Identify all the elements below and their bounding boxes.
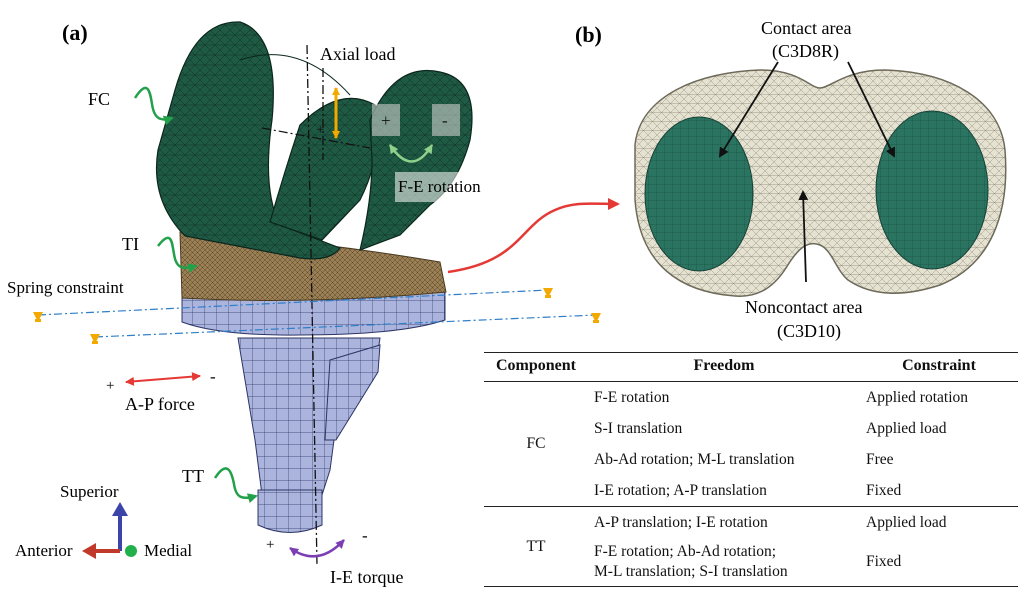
fc-pointer-arrow xyxy=(133,86,174,126)
medial-axis-dot xyxy=(125,545,137,557)
panel-b: (b) Contact area (C3D8R) Noncontact area… xyxy=(575,18,1007,342)
noncontact-arrow xyxy=(798,190,809,283)
ap-force-plus: + xyxy=(106,378,114,394)
table-row: FC F-E rotation Applied rotation xyxy=(484,382,1018,453)
tt-label: TT xyxy=(182,466,204,486)
noncontact-element-label: (C3D10) xyxy=(777,321,841,342)
ie-torque-label: I-E torque xyxy=(330,567,403,587)
freedom-cell: Ab-Ad rotation; M-L translation xyxy=(594,450,795,468)
spring-constraint-label: Spring constraint xyxy=(7,278,124,297)
constraint-cell: Free xyxy=(866,450,894,468)
axial-load-label: Axial load xyxy=(320,44,395,64)
contact-element-label: (C3D8R) xyxy=(772,41,839,62)
component-cell: FC xyxy=(526,435,546,452)
header-constraint: Constraint xyxy=(902,357,976,374)
ie-torque-plus: + xyxy=(266,537,274,553)
spring-anchor-icon xyxy=(33,288,601,344)
contact-patch-right xyxy=(875,110,989,270)
axial-load-plus: + xyxy=(316,122,324,138)
ap-force-minus: - xyxy=(210,367,216,386)
minus-box xyxy=(432,104,460,136)
table-row: S-I translation Applied load xyxy=(484,413,1018,444)
ie-torque-arrow xyxy=(289,539,345,558)
fe-axis xyxy=(261,127,371,149)
contact-patch-left xyxy=(644,116,754,272)
vertical-axis-dashdot xyxy=(306,44,318,566)
tt-pointer-arrow xyxy=(213,467,258,504)
tibial-insert-surface xyxy=(634,69,1007,297)
header-freedom: Freedom xyxy=(693,357,755,374)
fe-minus-sign: - xyxy=(442,111,448,130)
panel-b-label: (b) xyxy=(575,22,602,47)
contact-arrow-left xyxy=(718,61,779,158)
constraint-cell: Applied load xyxy=(866,513,947,531)
freedom-line: F-E rotation; Ab-Ad rotation; xyxy=(594,543,777,560)
constraint-cell: Fixed xyxy=(866,481,902,499)
ap-force-label: A-P force xyxy=(125,394,195,414)
freedom-cell: S-I translation xyxy=(594,419,683,437)
contact-arrow-right xyxy=(847,61,895,158)
table-row: I-E rotation; A-P translation Fixed xyxy=(484,475,1018,507)
constraint-table: Component Freedom Constraint FC F-E rota… xyxy=(484,352,1018,587)
panel-a-label: (a) xyxy=(62,20,88,45)
table-row: F-E rotation; Ab-Ad rotation; M-L transl… xyxy=(484,538,1018,587)
fc-label: FC xyxy=(88,89,110,109)
component-cell: TT xyxy=(526,537,546,555)
spring-line-front xyxy=(37,289,549,316)
medial-label: Medial xyxy=(144,541,192,560)
constraint-cell: Fixed xyxy=(866,553,902,570)
freedom-cell: A-P translation; I-E rotation xyxy=(594,513,768,531)
ti-pointer-arrow xyxy=(157,236,198,274)
freedom-cell: F-E rotation; Ab-Ad rotation; M-L transl… xyxy=(588,538,860,587)
plus-box xyxy=(372,104,400,136)
fe-rotation-label: F-E rotation xyxy=(398,177,481,196)
connector-arrow xyxy=(447,197,620,274)
table-header-row: Component Freedom Constraint xyxy=(484,352,1018,382)
ap-force-arrow xyxy=(125,372,201,386)
freedom-cell: F-E rotation xyxy=(594,388,670,406)
fe-plus-sign: + xyxy=(381,111,391,130)
fe-rotation-arrow xyxy=(388,144,434,163)
noncontact-area-label: Noncontact area xyxy=(745,297,862,317)
femoral-component-model xyxy=(155,21,473,260)
contact-area-label: Contact area xyxy=(761,18,851,38)
constraint-cell: Applied rotation xyxy=(866,388,969,406)
fe-rotation-label-box xyxy=(395,172,505,202)
ti-label: TI xyxy=(122,234,139,254)
panel-a: (a) + - + Axial load xyxy=(7,20,620,587)
table-row: Ab-Ad rotation; M-L translation Free xyxy=(484,444,1018,475)
constraint-cell: Applied load xyxy=(866,419,947,437)
table-row: TT A-P translation; I-E rotation Applied… xyxy=(484,507,1018,555)
anterior-label: Anterior xyxy=(15,541,73,560)
tibial-tray-model xyxy=(181,291,446,533)
spring-line-back xyxy=(94,314,597,338)
orientation-triad: Superior Anterior Medial xyxy=(15,482,192,560)
superior-label: Superior xyxy=(60,482,119,501)
header-component: Component xyxy=(495,357,576,374)
ie-torque-minus: - xyxy=(362,526,368,545)
freedom-line: M-L translation; S-I translation xyxy=(594,563,788,580)
freedom-cell: I-E rotation; A-P translation xyxy=(594,481,767,499)
